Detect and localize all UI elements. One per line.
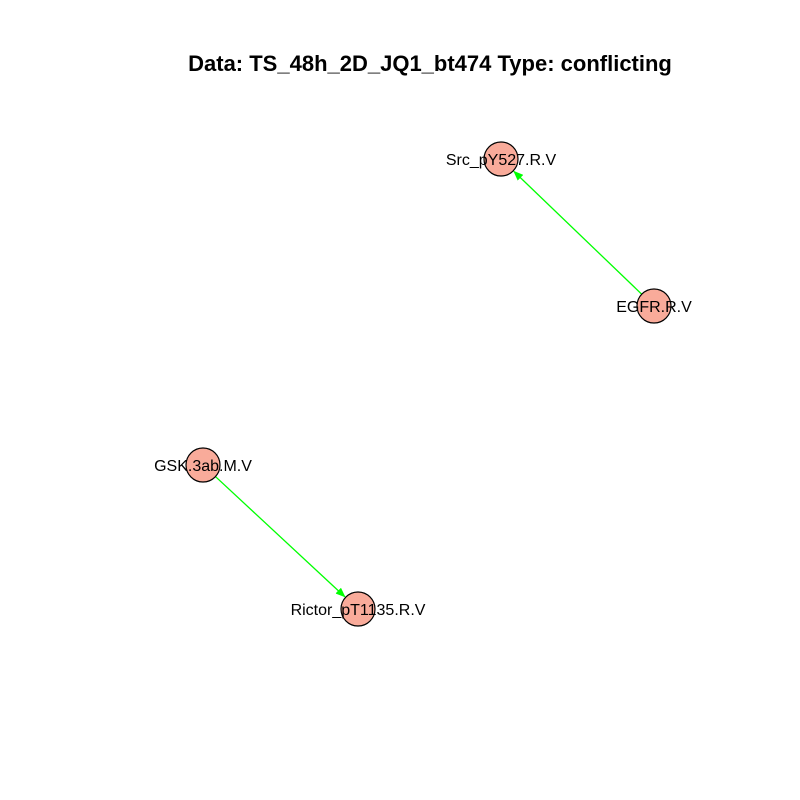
node-label: Src_pY527.R.V — [446, 152, 557, 169]
node-circle — [185, 447, 221, 483]
node-gsk[interactable]: GSK.3ab.M.V — [154, 447, 252, 483]
plot-title: Data: TS_48h_2D_JQ1_bt474 Type: conflict… — [188, 51, 672, 76]
node-rictor[interactable]: Rictor_pT1135.R.V — [291, 591, 426, 627]
edge-gsk-to-rictor — [215, 476, 346, 598]
node-circle — [483, 141, 519, 177]
node-egfr[interactable]: EGFR.R.V — [616, 288, 692, 324]
edge-egfr-to-src — [513, 170, 643, 295]
nodes-layer: Src_pY527.R.V EGFR.R.V GSK.3ab.M.V Rictor_p… — [154, 141, 692, 627]
node-label: GSK.3ab.M.V — [154, 458, 252, 475]
node-circle — [636, 288, 672, 324]
node-circle — [340, 591, 376, 627]
node-label: EGFR.R.V — [616, 299, 692, 316]
edges-layer — [215, 170, 643, 598]
node-src[interactable]: Src_pY527.R.V — [446, 141, 557, 177]
node-label: Rictor_pT1135.R.V — [291, 602, 426, 619]
